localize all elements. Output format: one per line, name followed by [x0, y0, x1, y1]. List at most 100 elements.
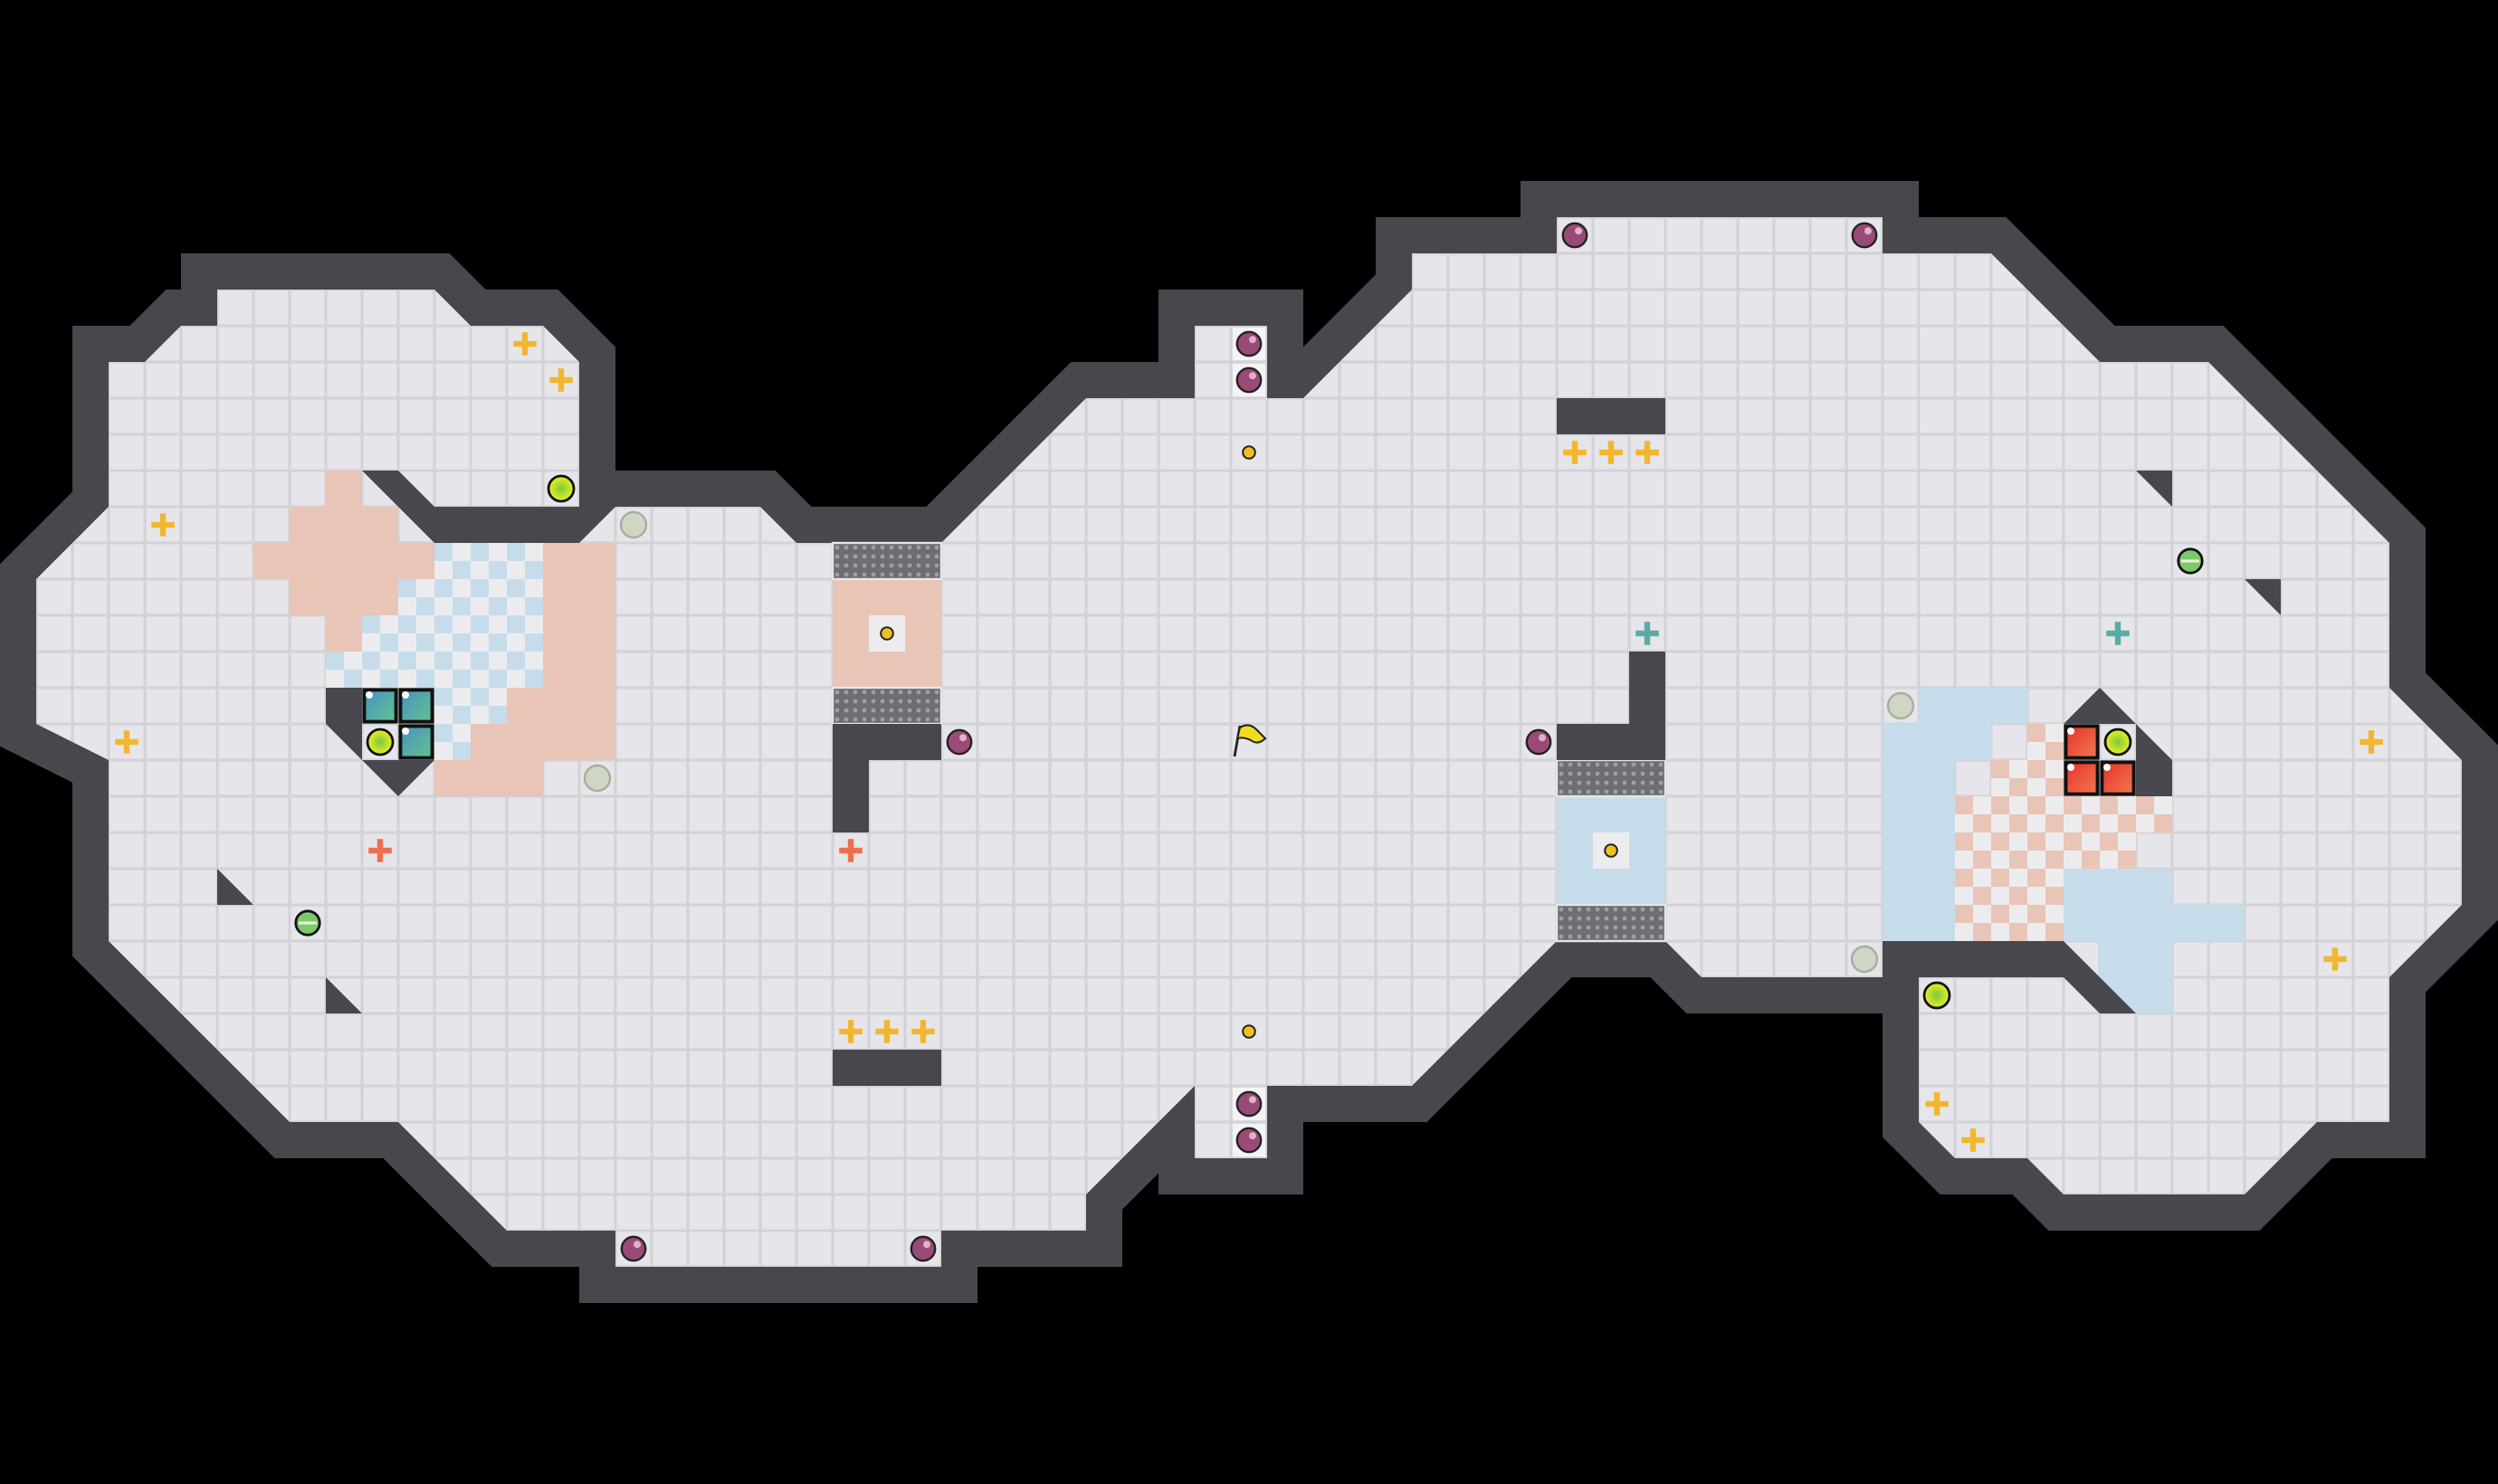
floor-tiles	[36, 217, 2462, 1267]
cube-shine	[2067, 728, 2074, 736]
inner-wall	[1557, 652, 1665, 760]
bomb-icon	[1851, 222, 1878, 249]
inner-wall	[833, 724, 941, 832]
inner-wall	[326, 688, 434, 796]
plus-pickup-icon	[115, 730, 138, 754]
orange-checker-paint	[1955, 832, 2136, 869]
stripe	[299, 921, 317, 925]
blue-paint	[1955, 724, 1991, 760]
bomb-highlight	[1249, 372, 1256, 380]
bomb-highlight	[1864, 227, 1872, 235]
orange-paint	[434, 760, 507, 796]
yellow-ball-icon	[1922, 981, 1951, 1010]
bomb-highlight	[1249, 336, 1256, 344]
plus-pickup-icon	[1635, 622, 1659, 645]
yellow-ball-icon	[547, 474, 576, 503]
gray-disc-icon	[1886, 691, 1915, 720]
inner-wall	[833, 1050, 941, 1086]
blue-paint	[2064, 869, 2172, 905]
grate	[1555, 758, 1667, 798]
plus-pickup-icon	[911, 1020, 935, 1043]
inner-wall	[362, 471, 615, 543]
orange-checker-paint	[1991, 760, 2064, 796]
floor	[36, 217, 2462, 1267]
bomb-highlight	[1249, 1132, 1256, 1140]
plus-pickup-icon	[1635, 441, 1659, 464]
plus-pickup-icon	[549, 368, 573, 392]
bomb-highlight	[923, 1241, 930, 1249]
yellow-ball-icon	[2103, 728, 2132, 756]
bomb-highlight	[1575, 227, 1582, 235]
cube-shine	[365, 691, 373, 699]
bomb-icon	[1525, 728, 1552, 756]
orange-paint	[253, 543, 434, 579]
plus-pickup-icon	[1961, 1128, 1985, 1152]
cube-shine	[401, 728, 409, 736]
bomb-highlight	[1249, 1096, 1256, 1104]
inner-wall	[1883, 941, 2136, 1013]
items-layer	[115, 222, 2383, 1262]
cube-shine	[2067, 764, 2074, 772]
paint-layer	[253, 471, 2245, 1013]
orange-paint	[290, 579, 398, 615]
bomb-icon	[1561, 222, 1588, 249]
spawn-dot-icon	[1242, 445, 1256, 460]
bomb-icon	[1235, 330, 1263, 357]
gray-disc-icon	[619, 510, 648, 539]
spawn-dot-icon	[1604, 843, 1618, 858]
blue-paint	[1919, 688, 2027, 724]
grate	[831, 541, 943, 581]
bomb-icon	[946, 728, 973, 756]
spawn-dot-icon	[1242, 1024, 1256, 1039]
inner-wall	[2245, 579, 2281, 615]
orange-paint	[543, 543, 615, 760]
stripe	[2181, 559, 2199, 563]
plus-pickup-icon	[839, 839, 863, 862]
inner-wall	[1557, 398, 1665, 434]
cube-shine	[401, 691, 409, 699]
plus-pickup-icon	[875, 1020, 899, 1043]
inner-wall	[2064, 688, 2172, 796]
orange-checker-paint	[1955, 869, 2064, 941]
bomb-highlight	[959, 734, 967, 742]
plus-pickup-icon	[151, 513, 175, 537]
spawn-dot-icon	[880, 626, 894, 641]
bomb-icon	[910, 1235, 937, 1262]
cube-shine	[2103, 764, 2111, 772]
plus-pickup-icon	[2360, 730, 2383, 754]
yellow-ball-icon	[366, 728, 395, 756]
bomb-icon	[1235, 1127, 1263, 1154]
plus-pickup-icon	[513, 332, 537, 356]
inner-wall	[217, 869, 253, 905]
plus-pickup-icon	[2106, 622, 2130, 645]
blue-checker-paint	[398, 579, 543, 615]
blue-checker-paint	[434, 543, 543, 579]
blue-paint	[2064, 905, 2245, 941]
plus-pickup-icon	[1925, 1092, 1949, 1116]
grate	[831, 686, 943, 726]
plus-pickup-icon	[1599, 441, 1623, 464]
orange-paint	[290, 507, 398, 543]
orange-checker-paint	[2027, 724, 2064, 760]
bomb-icon	[620, 1235, 647, 1262]
blue-checker-paint	[362, 615, 543, 652]
plus-pickup-icon	[368, 839, 392, 862]
gray-disc-icon	[1850, 945, 1879, 974]
orange-paint	[326, 471, 362, 507]
gray-disc-icon	[583, 764, 612, 793]
orange-checker-paint	[1955, 796, 2172, 832]
inner-wall	[326, 977, 362, 1013]
bomb-highlight	[1539, 734, 1546, 742]
orange-paint	[326, 615, 362, 652]
plus-pickup-icon	[839, 1020, 863, 1043]
plus-pickup-icon	[1563, 441, 1587, 464]
blue-checker-paint	[434, 688, 507, 724]
orange-paint	[507, 688, 543, 796]
blue-checker-paint	[326, 652, 543, 688]
grate	[1555, 903, 1667, 943]
bomb-highlight	[634, 1241, 641, 1249]
plus-pickup-icon	[2323, 947, 2347, 971]
flag-icon	[1235, 724, 1267, 744]
blue-checker-paint	[434, 724, 471, 760]
